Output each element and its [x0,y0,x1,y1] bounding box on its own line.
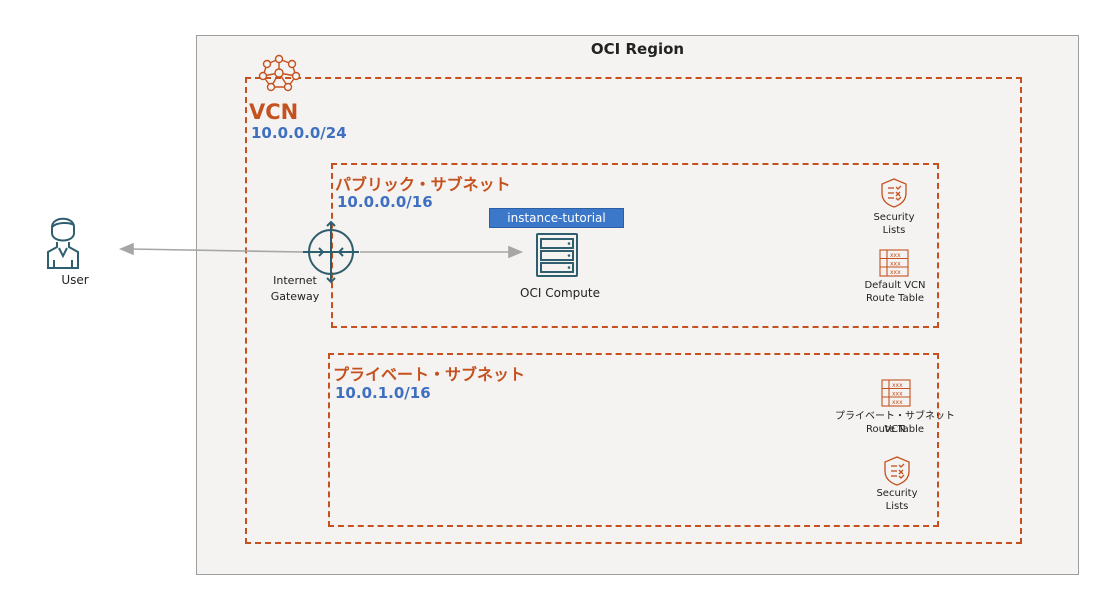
svg-text:xxx: xxx [890,252,901,259]
private-subnet-title: プライベート・サブネット [333,365,526,384]
private-security-label-2: Lists [885,501,909,512]
arrowhead-user [118,242,134,256]
gateway-label-2: Gateway [270,290,320,303]
user-label: User [61,273,89,287]
vcn-cidr: 10.0.0.0/24 [251,124,347,142]
private-route-label-2: Route Table [865,424,925,435]
public-route-label-2: Route Table [865,293,925,304]
vcn-title: VCN [249,100,299,124]
private-subnet-box [328,353,939,527]
compute-label: OCI Compute [520,286,600,300]
svg-text:xxx: xxx [892,382,903,389]
private-route-table-icon: xxx xxx xxx [881,379,911,407]
vcn-icon [258,54,301,92]
instance-name-badge: instance-tutorial [489,208,624,228]
public-subnet-title: パブリック・サブネット [335,175,511,194]
public-subnet-cidr: 10.0.0.0/16 [337,193,433,211]
gateway-label-1: Internet [273,274,317,287]
route-table-icon: xxx xxx xxx [879,249,909,277]
public-security-label-1: Security [873,212,915,223]
user-icon [47,217,79,269]
internet-gateway-icon [303,220,359,284]
vcn-box [245,77,1022,544]
svg-text:xxx: xxx [890,261,901,268]
compute-server-icon [536,233,578,277]
private-security-label-1: Security [876,488,918,499]
private-subnet-cidr: 10.0.1.0/16 [335,384,431,402]
arrowhead-compute [508,245,524,259]
svg-text:xxx: xxx [892,391,903,398]
public-security-label-2: Lists [882,225,906,236]
private-security-shield-icon [884,456,910,486]
public-route-label-1: Default VCN [864,280,926,291]
region-title: OCI Region [590,40,685,58]
svg-text:xxx: xxx [892,399,903,406]
svg-text:xxx: xxx [890,269,901,276]
oci-region-box [196,35,1079,575]
private-route-label-1: プライベート・サブネットVCN [835,411,955,435]
security-shield-icon [881,178,907,208]
user-gateway-line [129,248,304,253]
